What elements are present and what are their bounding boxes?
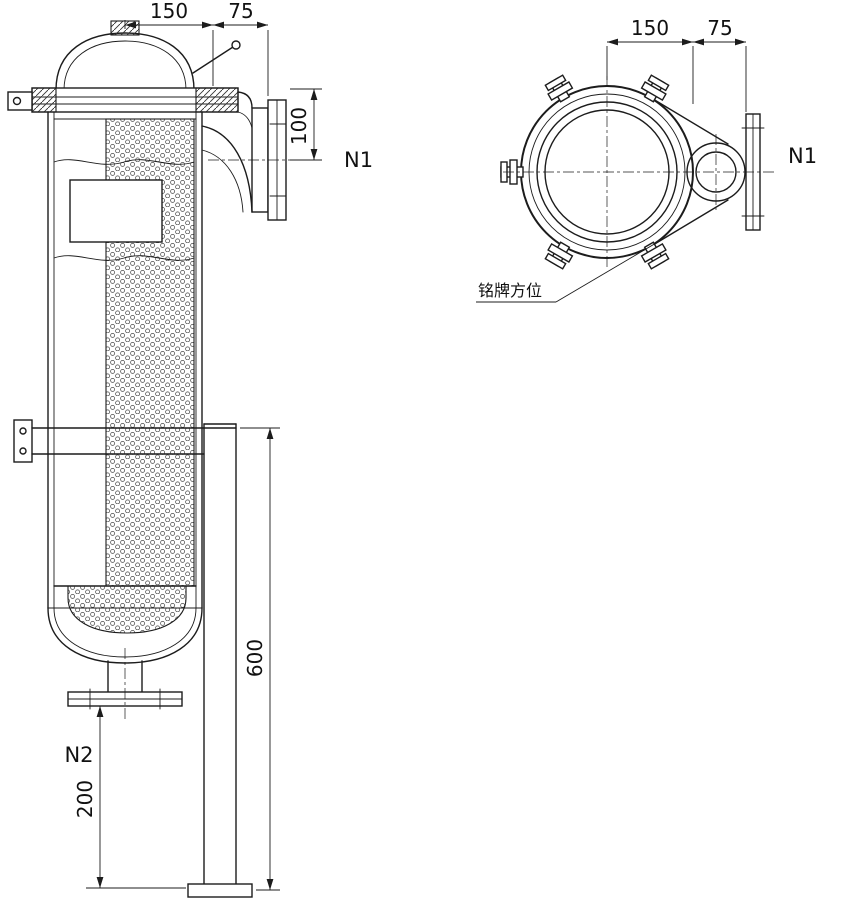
dim-width-front: 150 bbox=[124, 0, 214, 86]
dim-75-label-top: 75 bbox=[707, 16, 732, 40]
dim-200-label: 200 bbox=[73, 780, 97, 818]
top-flange bbox=[31, 87, 239, 113]
n2-label: N2 bbox=[64, 743, 93, 767]
hinge-bracket bbox=[7, 91, 33, 111]
n1-label-front: N1 bbox=[344, 148, 373, 172]
bolt-lug bbox=[640, 241, 670, 270]
nameplate-note: 铭牌方位 bbox=[476, 235, 669, 303]
inlet-nozzle-n1 bbox=[201, 91, 304, 221]
dim-75-label: 75 bbox=[228, 0, 253, 23]
dim-600-label: 600 bbox=[243, 639, 267, 677]
nameplate-leader bbox=[555, 235, 669, 303]
dim-nozzle-height: 100 bbox=[287, 88, 322, 161]
dim-leg-height: 600 bbox=[240, 427, 280, 891]
top-view: 150 75 N1 铭牌方位 bbox=[476, 16, 817, 303]
base-plate bbox=[187, 883, 253, 898]
n1-port-circles bbox=[686, 142, 746, 202]
dim-100-label: 100 bbox=[287, 107, 311, 145]
basket-bottom bbox=[53, 585, 197, 634]
centerlines bbox=[503, 76, 774, 268]
dim-150-label-top: 150 bbox=[631, 16, 669, 40]
bolt-lug bbox=[544, 74, 574, 103]
front-view: 150 75 100 N1 600 200 N2 bbox=[7, 0, 373, 898]
dim-offset-front: 75 bbox=[213, 0, 269, 96]
n1-label-top: N1 bbox=[788, 144, 817, 168]
support-clamp bbox=[13, 419, 237, 463]
support-leg bbox=[203, 423, 237, 885]
dim-drain-height: 200 bbox=[73, 706, 186, 889]
nameplate bbox=[69, 179, 163, 243]
drain-nozzle-n2 bbox=[67, 648, 183, 722]
dome-cover bbox=[55, 32, 195, 91]
lid-handle bbox=[192, 40, 241, 74]
nameplate-note-label: 铭牌方位 bbox=[478, 281, 542, 300]
dim-offset-top: 75 bbox=[693, 16, 747, 112]
bolt-lug bbox=[640, 74, 670, 103]
dim-width-top: 150 bbox=[606, 16, 694, 104]
dim-150-label: 150 bbox=[150, 0, 188, 23]
bolt-lug bbox=[544, 241, 574, 270]
